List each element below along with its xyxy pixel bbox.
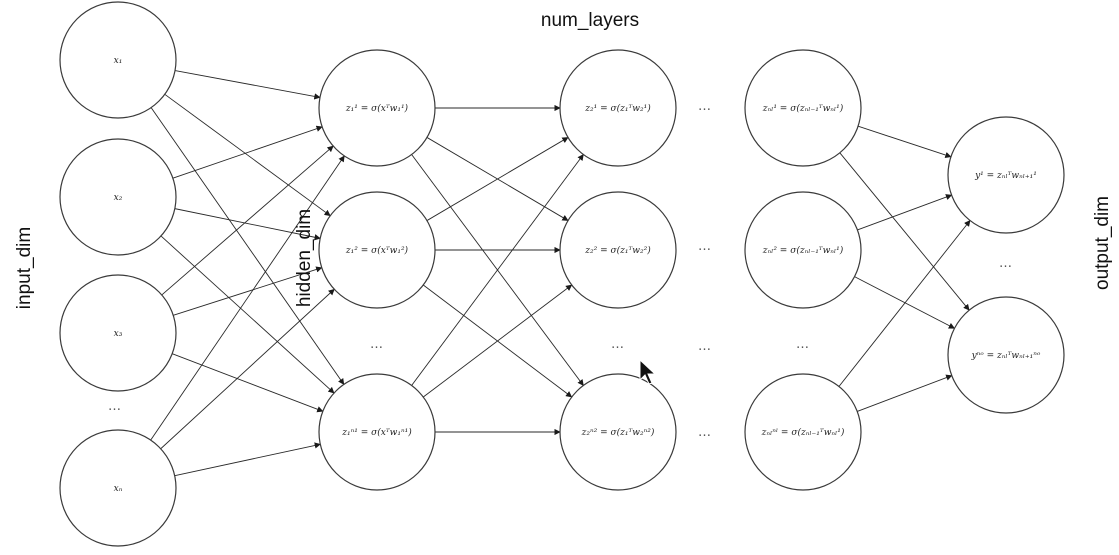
hidden2-ellipsis: … <box>611 337 625 352</box>
layer-gap-ellipsis-row3: … <box>698 339 712 354</box>
connection-arrow <box>150 155 345 441</box>
connection-arrow <box>854 276 956 329</box>
connection-arrow <box>857 125 952 159</box>
hiddenL-ellipsis: … <box>796 337 810 352</box>
node-label: zₙₗⁿˡ = σ(zₙₗ₋₁ᵀwₙₗ¹) <box>761 427 845 438</box>
connection-arrow <box>857 374 953 412</box>
num-layers-label: num_layers <box>541 10 639 31</box>
connection-arrow <box>160 288 335 450</box>
connection-arrow <box>161 145 334 296</box>
input-node-3: x₃ <box>59 274 177 392</box>
hidden-dim-label: hidden_dim <box>294 209 315 307</box>
node-label: z₂² = σ(z₁ᵀw₂²) <box>584 245 651 256</box>
node-label: z₁² = σ(xᵀw₁²) <box>345 245 409 256</box>
connection-arrow <box>172 125 323 179</box>
hidden1-node-2: z₁² = σ(xᵀw₁²) <box>318 191 436 309</box>
node-circle <box>559 191 677 309</box>
node-circle <box>59 1 177 119</box>
connection-arrow <box>150 107 345 385</box>
layer-gap-ellipsis-row1: … <box>698 99 712 114</box>
connection-arrow <box>423 284 573 398</box>
hidden1-node-3: z₁ⁿ¹ = σ(xᵀw₁ⁿ¹) <box>318 373 436 491</box>
layer-gap-ellipsis-row4: … <box>698 425 712 440</box>
hidden2-node-1: z₂¹ = σ(z₁ᵀw₂¹) <box>559 49 677 167</box>
hidden1-node-1: z₁¹ = σ(xᵀw₁¹) <box>318 49 436 167</box>
node-circle <box>318 191 436 309</box>
connection-edges <box>150 70 971 477</box>
node-circle <box>744 373 862 491</box>
connection-arrow <box>426 137 569 221</box>
node-label: z₁ⁿ¹ = σ(xᵀw₁ⁿ¹) <box>341 427 412 438</box>
network-nodes: x₁ x₂ x₃ xₙ z₁¹ = σ(xᵀw₁¹) z₁² = σ(xᵀw₁²) z₁ⁿ¹… <box>59 1 1065 547</box>
connection-arrow <box>164 93 331 217</box>
node-label: z₂ⁿ² = σ(z₁ᵀw₂ⁿ²) <box>581 427 655 438</box>
node-circle <box>744 49 862 167</box>
connection-arrow <box>174 208 321 241</box>
connection-arrow <box>411 154 584 386</box>
node-label: y¹ = zₙₗᵀwₙₗ₊₁¹ <box>974 171 1037 181</box>
input-dim-label: input_dim <box>14 227 35 309</box>
node-circle <box>947 116 1065 234</box>
connection-arrow <box>857 194 953 231</box>
node-label: x₂ <box>114 193 123 203</box>
node-circle <box>559 49 677 167</box>
connection-arrow <box>838 220 971 387</box>
output-node-2: yⁿᵒ = zₙₗᵀwₙₗ₊₁ⁿᵒ <box>947 296 1065 414</box>
node-label: x₃ <box>114 329 123 339</box>
hidden2-node-3: z₂ⁿ² = σ(z₁ᵀw₂ⁿ²) <box>559 373 677 491</box>
node-label: yⁿᵒ = zₙₗᵀwₙₗ₊₁ⁿᵒ <box>971 351 1041 361</box>
input-node-4: xₙ <box>59 429 177 547</box>
connection-arrow <box>172 353 324 413</box>
input-ellipsis: … <box>108 399 122 414</box>
node-circle <box>744 191 862 309</box>
node-label: z₁¹ = σ(xᵀw₁¹) <box>345 103 409 114</box>
hiddenL-node-1: zₙₗ¹ = σ(zₙₗ₋₁ᵀwₙₗ¹) <box>744 49 862 167</box>
node-label: xₙ <box>114 484 123 494</box>
node-label: zₙₗ¹ = σ(zₙₗ₋₁ᵀwₙₗ¹) <box>762 103 844 114</box>
node-label: zₙₗ² = σ(zₙₗ₋₁ᵀwₙₗ¹) <box>762 245 844 256</box>
node-circle <box>59 429 177 547</box>
node-label: z₂¹ = σ(z₁ᵀw₂¹) <box>584 103 651 114</box>
hiddenL-node-3: zₙₗⁿˡ = σ(zₙₗ₋₁ᵀwₙₗ¹) <box>744 373 862 491</box>
mouse-pointer-icon <box>639 358 657 385</box>
node-circle <box>559 373 677 491</box>
output-ellipsis: … <box>999 256 1013 271</box>
node-circle <box>59 274 177 392</box>
hidden2-node-2: z₂² = σ(z₁ᵀw₂²) <box>559 191 677 309</box>
layer-gap-ellipsis-row2: … <box>698 239 712 254</box>
hiddenL-node-2: zₙₗ² = σ(zₙₗ₋₁ᵀwₙₗ¹) <box>744 191 862 309</box>
node-label: x₁ <box>114 56 123 66</box>
connection-arrow <box>174 70 321 100</box>
node-circle <box>318 49 436 167</box>
connection-arrow <box>174 442 321 477</box>
node-circle <box>318 373 436 491</box>
node-circle <box>947 296 1065 414</box>
output-node-1: y¹ = zₙₗᵀwₙₗ₊₁¹ <box>947 116 1065 234</box>
hidden1-ellipsis: … <box>370 337 384 352</box>
output-dim-label: output_dim <box>1092 196 1113 290</box>
node-circle <box>59 138 177 256</box>
connection-arrow <box>839 152 970 311</box>
connection-arrow <box>173 266 323 316</box>
input-node-2: x₂ <box>59 138 177 256</box>
input-node-1: x₁ <box>59 1 177 119</box>
connection-arrow <box>160 235 335 394</box>
